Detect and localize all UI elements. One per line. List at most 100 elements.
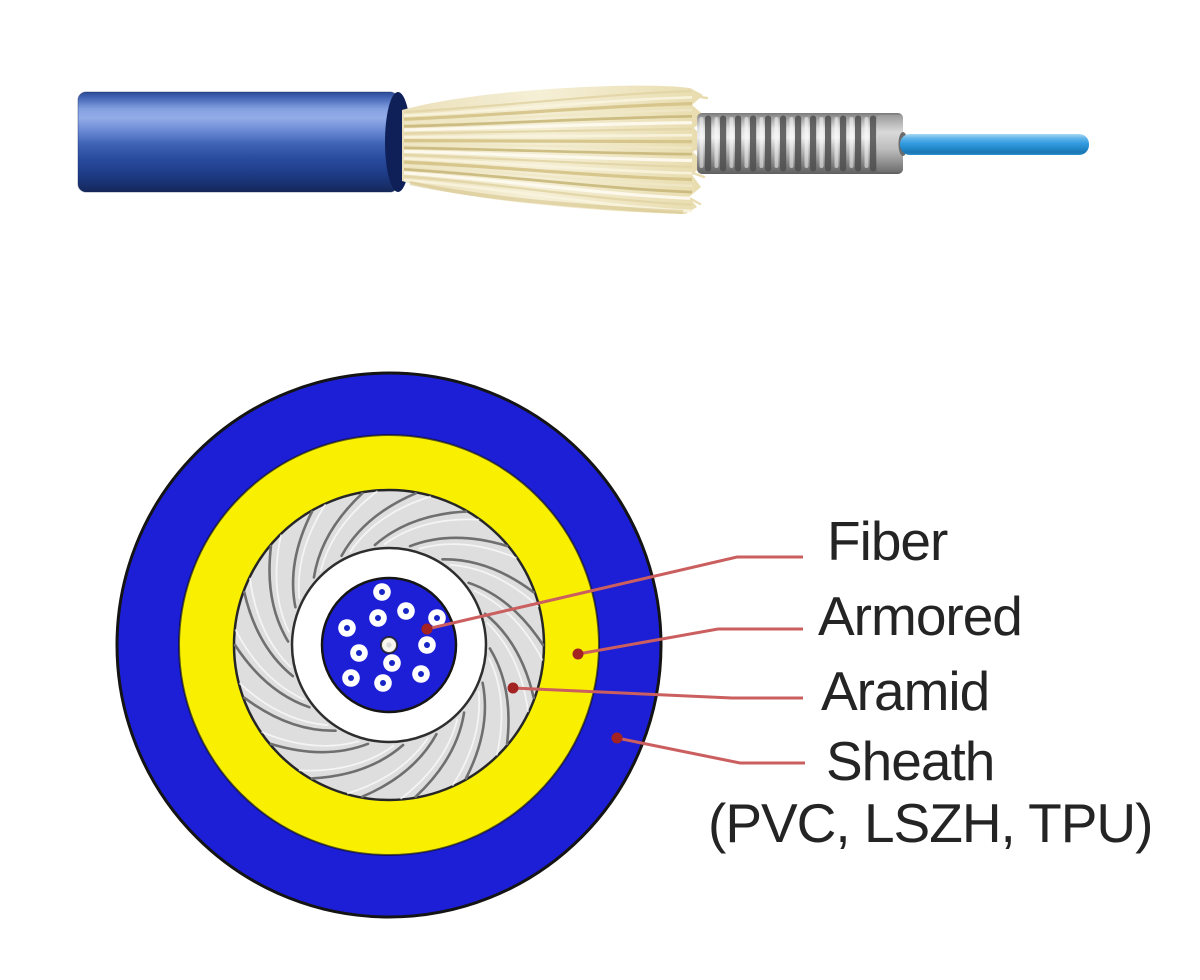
armor-rib-groove [870, 115, 877, 172]
label-aramid: Aramid [821, 660, 990, 722]
aramid-blade-line [261, 731, 360, 747]
aramid-blade-line [346, 737, 429, 795]
yarn-strand [403, 167, 693, 194]
stripped-cable-illustration [77, 85, 1089, 214]
armor-rib-groove [735, 115, 742, 172]
yarn-strand-tip [691, 94, 709, 100]
aramid-blade-line [298, 745, 395, 772]
armor-rib-groove [840, 115, 847, 172]
aramid-blade-line [269, 742, 370, 754]
aramid-blade-line [373, 510, 468, 547]
aramid-blade-line [467, 581, 545, 647]
fiber-ring-hole [380, 680, 386, 686]
yarn-strand-tip [691, 171, 706, 179]
aramid-blade-line [275, 534, 290, 633]
aramid-blade-line [340, 492, 417, 558]
aramid-yarn-strands [403, 89, 711, 214]
armor-rib-highlight [834, 117, 839, 168]
fiber-ring-hole [389, 660, 395, 666]
aramid-blade-line [249, 577, 292, 668]
armor-rib-groove [720, 115, 727, 172]
aramid-blade-line [441, 557, 535, 594]
aramid-blade-line [452, 690, 481, 786]
cable-outer-jacket [77, 91, 399, 193]
yarn-strand [403, 143, 693, 149]
yarn-strand-tip [689, 197, 702, 206]
armor-rib-groove [795, 115, 802, 172]
fiber-ring-hole [424, 642, 430, 648]
armor-tube-collar [877, 115, 903, 172]
armor-rib-highlight [744, 117, 749, 168]
yarn-strand [403, 121, 693, 132]
armor-rib-groove [705, 115, 712, 172]
yarn-strand [403, 114, 693, 128]
center-strength-member-core [386, 642, 392, 648]
armor-rib-highlight [864, 117, 869, 168]
armor-rib-highlight [774, 117, 779, 168]
aramid-blade-line [473, 589, 544, 661]
yarn-strand [403, 133, 693, 139]
aramid-blade-line [418, 543, 517, 559]
armor-rib-groove [780, 115, 787, 172]
armor-rib-highlight [804, 117, 809, 168]
label-armored: Armored [818, 585, 1023, 647]
yarn-strand [403, 127, 693, 135]
armor-rib-highlight [789, 117, 794, 168]
yarn-strand [403, 153, 693, 168]
fiber-ring-hole [403, 608, 409, 614]
fiber-rings-group [338, 583, 446, 692]
yarn-strand [403, 89, 693, 114]
leader-line-armored [577, 627, 803, 656]
armor-rib-highlight [819, 117, 824, 168]
aramid-blade-line [233, 643, 311, 709]
yarn-strand [403, 157, 693, 175]
aramid-ring-blades [233, 490, 545, 800]
fiber-ring-hole [356, 650, 362, 656]
yarn-strand [403, 139, 693, 144]
armor-rib-groove [810, 115, 817, 172]
leader-dot-armored [572, 648, 584, 660]
aramid-blade-line [408, 536, 509, 548]
aramid-blade-line [383, 518, 480, 545]
aramid-blade-line [243, 591, 295, 678]
leader-line-aramid [512, 686, 803, 700]
fiber-ring-hole [418, 671, 424, 677]
armor-rib-highlight [714, 117, 719, 168]
label-fiber: Fiber [827, 510, 948, 572]
armor-rib-highlight [759, 117, 764, 168]
fiber-ring-hole [434, 615, 440, 621]
yarn-strand [403, 146, 693, 156]
armor-rib-highlight [849, 117, 854, 168]
armor-rib-highlight [699, 117, 704, 168]
aramid-blade-line [319, 490, 378, 572]
yarn-strand [403, 149, 693, 163]
yarn-strand [403, 171, 693, 200]
label-sheath-materials: (PVC, LSZH, TPU) [708, 792, 1153, 854]
aramid-blade-line [268, 544, 290, 643]
yarn-strand [403, 160, 693, 182]
fiber-ring-hole [348, 675, 354, 681]
aramid-blade-line [464, 681, 487, 780]
leader-line-sheath [616, 736, 805, 765]
leader-dot-sheath [611, 732, 623, 744]
fiber-buffer-tube [900, 134, 1089, 155]
aramid-blade-line [239, 682, 329, 726]
aramid-blade-line [234, 629, 305, 701]
aramid-blade-line [310, 743, 405, 780]
callout-leaders [421, 555, 805, 765]
cable-cross-section [115, 371, 805, 919]
leader-dot-aramid [507, 682, 519, 694]
armor-rib-groove [750, 115, 757, 172]
aramid-blade-line [488, 657, 503, 756]
spiral-armor-tube-ribs [699, 115, 877, 172]
aramid-blade-line [449, 564, 539, 608]
yarn-strand [403, 102, 693, 121]
leader-dot-fiber [421, 623, 433, 635]
armor-rib-groove [855, 115, 862, 172]
yarn-strand [403, 108, 693, 124]
armor-rib-groove [825, 115, 832, 172]
leader-line-fiber [426, 555, 803, 631]
aramid-blade-line [312, 492, 364, 579]
aramid-blade-line [297, 504, 326, 600]
